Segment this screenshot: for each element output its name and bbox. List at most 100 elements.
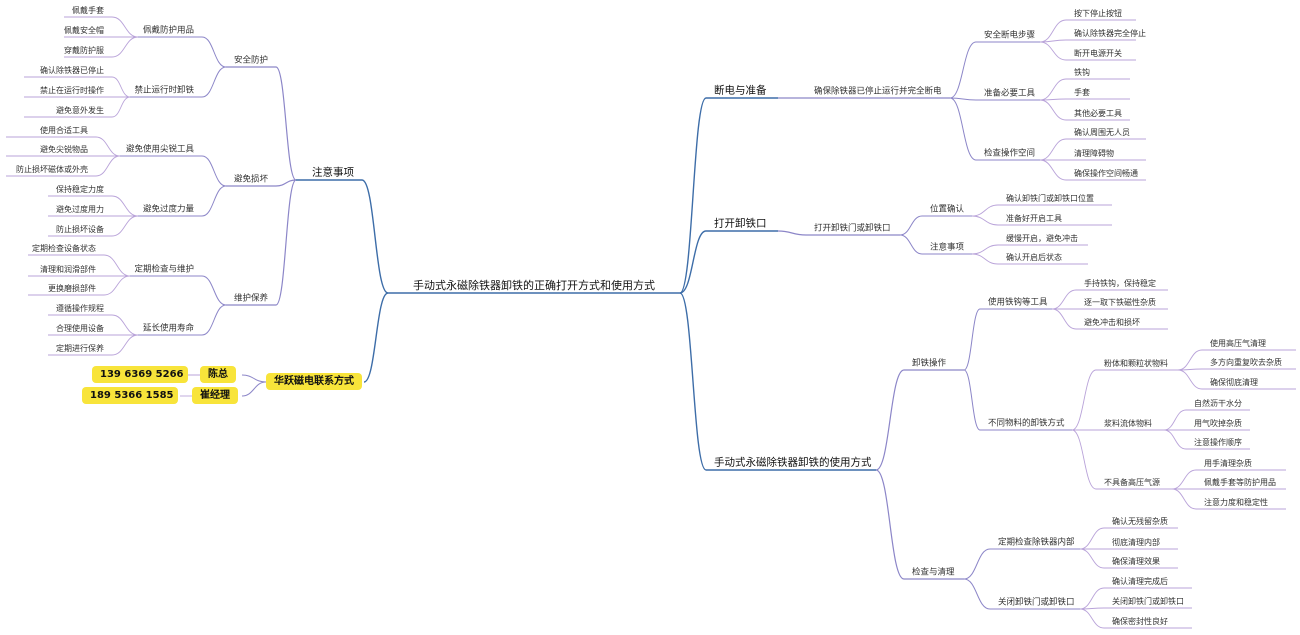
- leaf: 手套: [1074, 88, 1090, 97]
- connector-leaf: [1051, 289, 1077, 310]
- connector-node-inspect: [875, 469, 905, 580]
- connector-node-force: [201, 185, 227, 217]
- leaf: 确认无残留杂质: [1112, 517, 1168, 526]
- connector-leaf: [103, 254, 131, 277]
- connector-leaf: [1163, 429, 1187, 450]
- connector-contact-person: [241, 374, 267, 383]
- node-maint: 维护保养: [233, 293, 268, 304]
- leaf: 清理和润滑部件: [40, 265, 96, 274]
- leaf: 铁钩: [1074, 68, 1090, 77]
- node-inspect: 检查与清理: [912, 567, 955, 578]
- connector-node-open-pos: [899, 215, 923, 236]
- contact-phone: 139 6369 5266: [92, 366, 188, 383]
- leaf: 遵循操作规程: [56, 304, 104, 313]
- connector-leaf: [111, 215, 139, 237]
- contact-title: 华跃磁电联系方式: [266, 373, 362, 390]
- leaf: 确保清理效果: [1112, 557, 1160, 566]
- leaf: 禁止在运行时操作: [40, 86, 104, 95]
- connector-node-noair: [1071, 429, 1097, 490]
- connector-leaf: [1051, 308, 1077, 330]
- connector-leaf: [1039, 19, 1067, 43]
- connector-node-close: [963, 578, 991, 610]
- connector-leaf: [1039, 159, 1067, 181]
- leaf: 准备好开启工具: [1006, 214, 1062, 223]
- node-damage: 避免损坏: [233, 174, 268, 185]
- leaf: 确认除铁器已停止: [40, 66, 104, 75]
- connector-node-life: [201, 304, 227, 336]
- leaf: 佩戴手套: [72, 6, 104, 15]
- connector-leaf: [1079, 587, 1105, 610]
- branch-power-sub: 确保除铁器已停止运行并完全断电: [814, 86, 942, 97]
- leaf: 避免冲击和损坏: [1084, 318, 1140, 327]
- leaf: 手持铁钩，保持稳定: [1084, 279, 1156, 288]
- node-force: 避免过度力量: [142, 204, 194, 215]
- node-power-tools: 准备必要工具: [984, 88, 1036, 99]
- leaf: 注意力度和稳定性: [1204, 498, 1268, 507]
- node-hook: 使用铁钩等工具: [988, 297, 1048, 308]
- connector-node-unload: [875, 369, 905, 471]
- connector-leaf: [1171, 469, 1197, 490]
- node-no-run: 禁止运行时卸铁: [134, 85, 194, 96]
- leaf: 确保彻底清理: [1210, 378, 1258, 387]
- node-materials: 不同物料的卸铁方式: [988, 418, 1065, 429]
- node-safety: 安全防护: [233, 55, 268, 66]
- leaf: 确认开启后状态: [1006, 253, 1062, 262]
- node-life: 延长使用寿命: [142, 323, 194, 334]
- connector-node-periodic: [963, 548, 991, 580]
- connector-leaf: [95, 136, 121, 157]
- node-unload: 卸铁操作: [912, 358, 947, 369]
- connector-leaf: [111, 314, 139, 336]
- connector-branch-use: [679, 292, 707, 471]
- node-powder: 粉体和颗粒状物料: [1104, 359, 1168, 368]
- node-noair: 不具备高压气源: [1104, 478, 1160, 487]
- connector-node-safety: [275, 66, 297, 181]
- contact-name: 崔经理: [192, 387, 238, 404]
- branch-open-sub: 打开卸铁门或卸铁口: [814, 223, 891, 234]
- connector-leaf: [111, 334, 139, 356]
- connector-leaf: [103, 275, 131, 296]
- leaf: 定期进行保养: [56, 344, 104, 353]
- leaf: 确认清理完成后: [1112, 577, 1168, 586]
- leaf: 确保密封性良好: [1112, 617, 1168, 626]
- connector-node-check: [201, 275, 227, 306]
- connector-leaf: [1163, 409, 1187, 431]
- connector-node-tools: [201, 155, 227, 187]
- connector-node-power-steps: [949, 41, 977, 99]
- node-ppe: 佩戴防护用品: [142, 25, 194, 36]
- connector-node-open-care: [899, 234, 923, 255]
- node-tools: 避免使用尖锐工具: [125, 144, 194, 155]
- leaf: 确认除铁器完全停止: [1074, 29, 1146, 38]
- branch-use: 手动式永磁除铁器卸铁的使用方式: [714, 456, 872, 469]
- leaf: 其他必要工具: [1074, 109, 1122, 118]
- leaf: 确保操作空间畅通: [1074, 169, 1138, 178]
- leaf: 使用高压气清理: [1210, 339, 1266, 348]
- connector-leaf: [1177, 369, 1203, 390]
- node-close: 关闭卸铁门或卸铁口: [998, 597, 1075, 608]
- connector-contact-person: [241, 381, 267, 397]
- root-topic: 手动式永磁除铁器卸铁的正确打开方式和使用方式: [413, 279, 655, 292]
- node-power-space: 检查操作空间: [984, 148, 1036, 159]
- connector-node-damage: [275, 179, 297, 187]
- connector-branch-open: [679, 230, 707, 294]
- leaf: 防止损坏设备: [56, 225, 104, 234]
- leaf: 清理障碍物: [1074, 149, 1114, 158]
- leaf: 穿戴防护服: [64, 46, 104, 55]
- node-power-steps: 安全断电步骤: [984, 30, 1036, 41]
- leaf: 佩戴安全帽: [64, 26, 104, 35]
- connector-leaf: [1039, 41, 1067, 61]
- contact-phone: 189 5366 1585: [82, 387, 178, 404]
- connector-branch-open-sub: [777, 230, 807, 236]
- leaf: 确认周围无人员: [1074, 128, 1130, 137]
- leaf: 避免过度用力: [56, 205, 104, 214]
- connector-leaf: [1039, 78, 1067, 101]
- leaf: 确认卸铁门或卸铁口位置: [1006, 194, 1094, 203]
- leaf: 逐一取下铁磁性杂质: [1084, 298, 1156, 307]
- connector-leaf: [111, 76, 131, 98]
- leaf: 保持稳定力度: [56, 185, 104, 194]
- connector-leaf: [95, 155, 121, 177]
- connector-leaf: [971, 253, 999, 265]
- connector-leaf: [971, 244, 999, 255]
- leaf: 按下停止按钮: [1074, 9, 1122, 18]
